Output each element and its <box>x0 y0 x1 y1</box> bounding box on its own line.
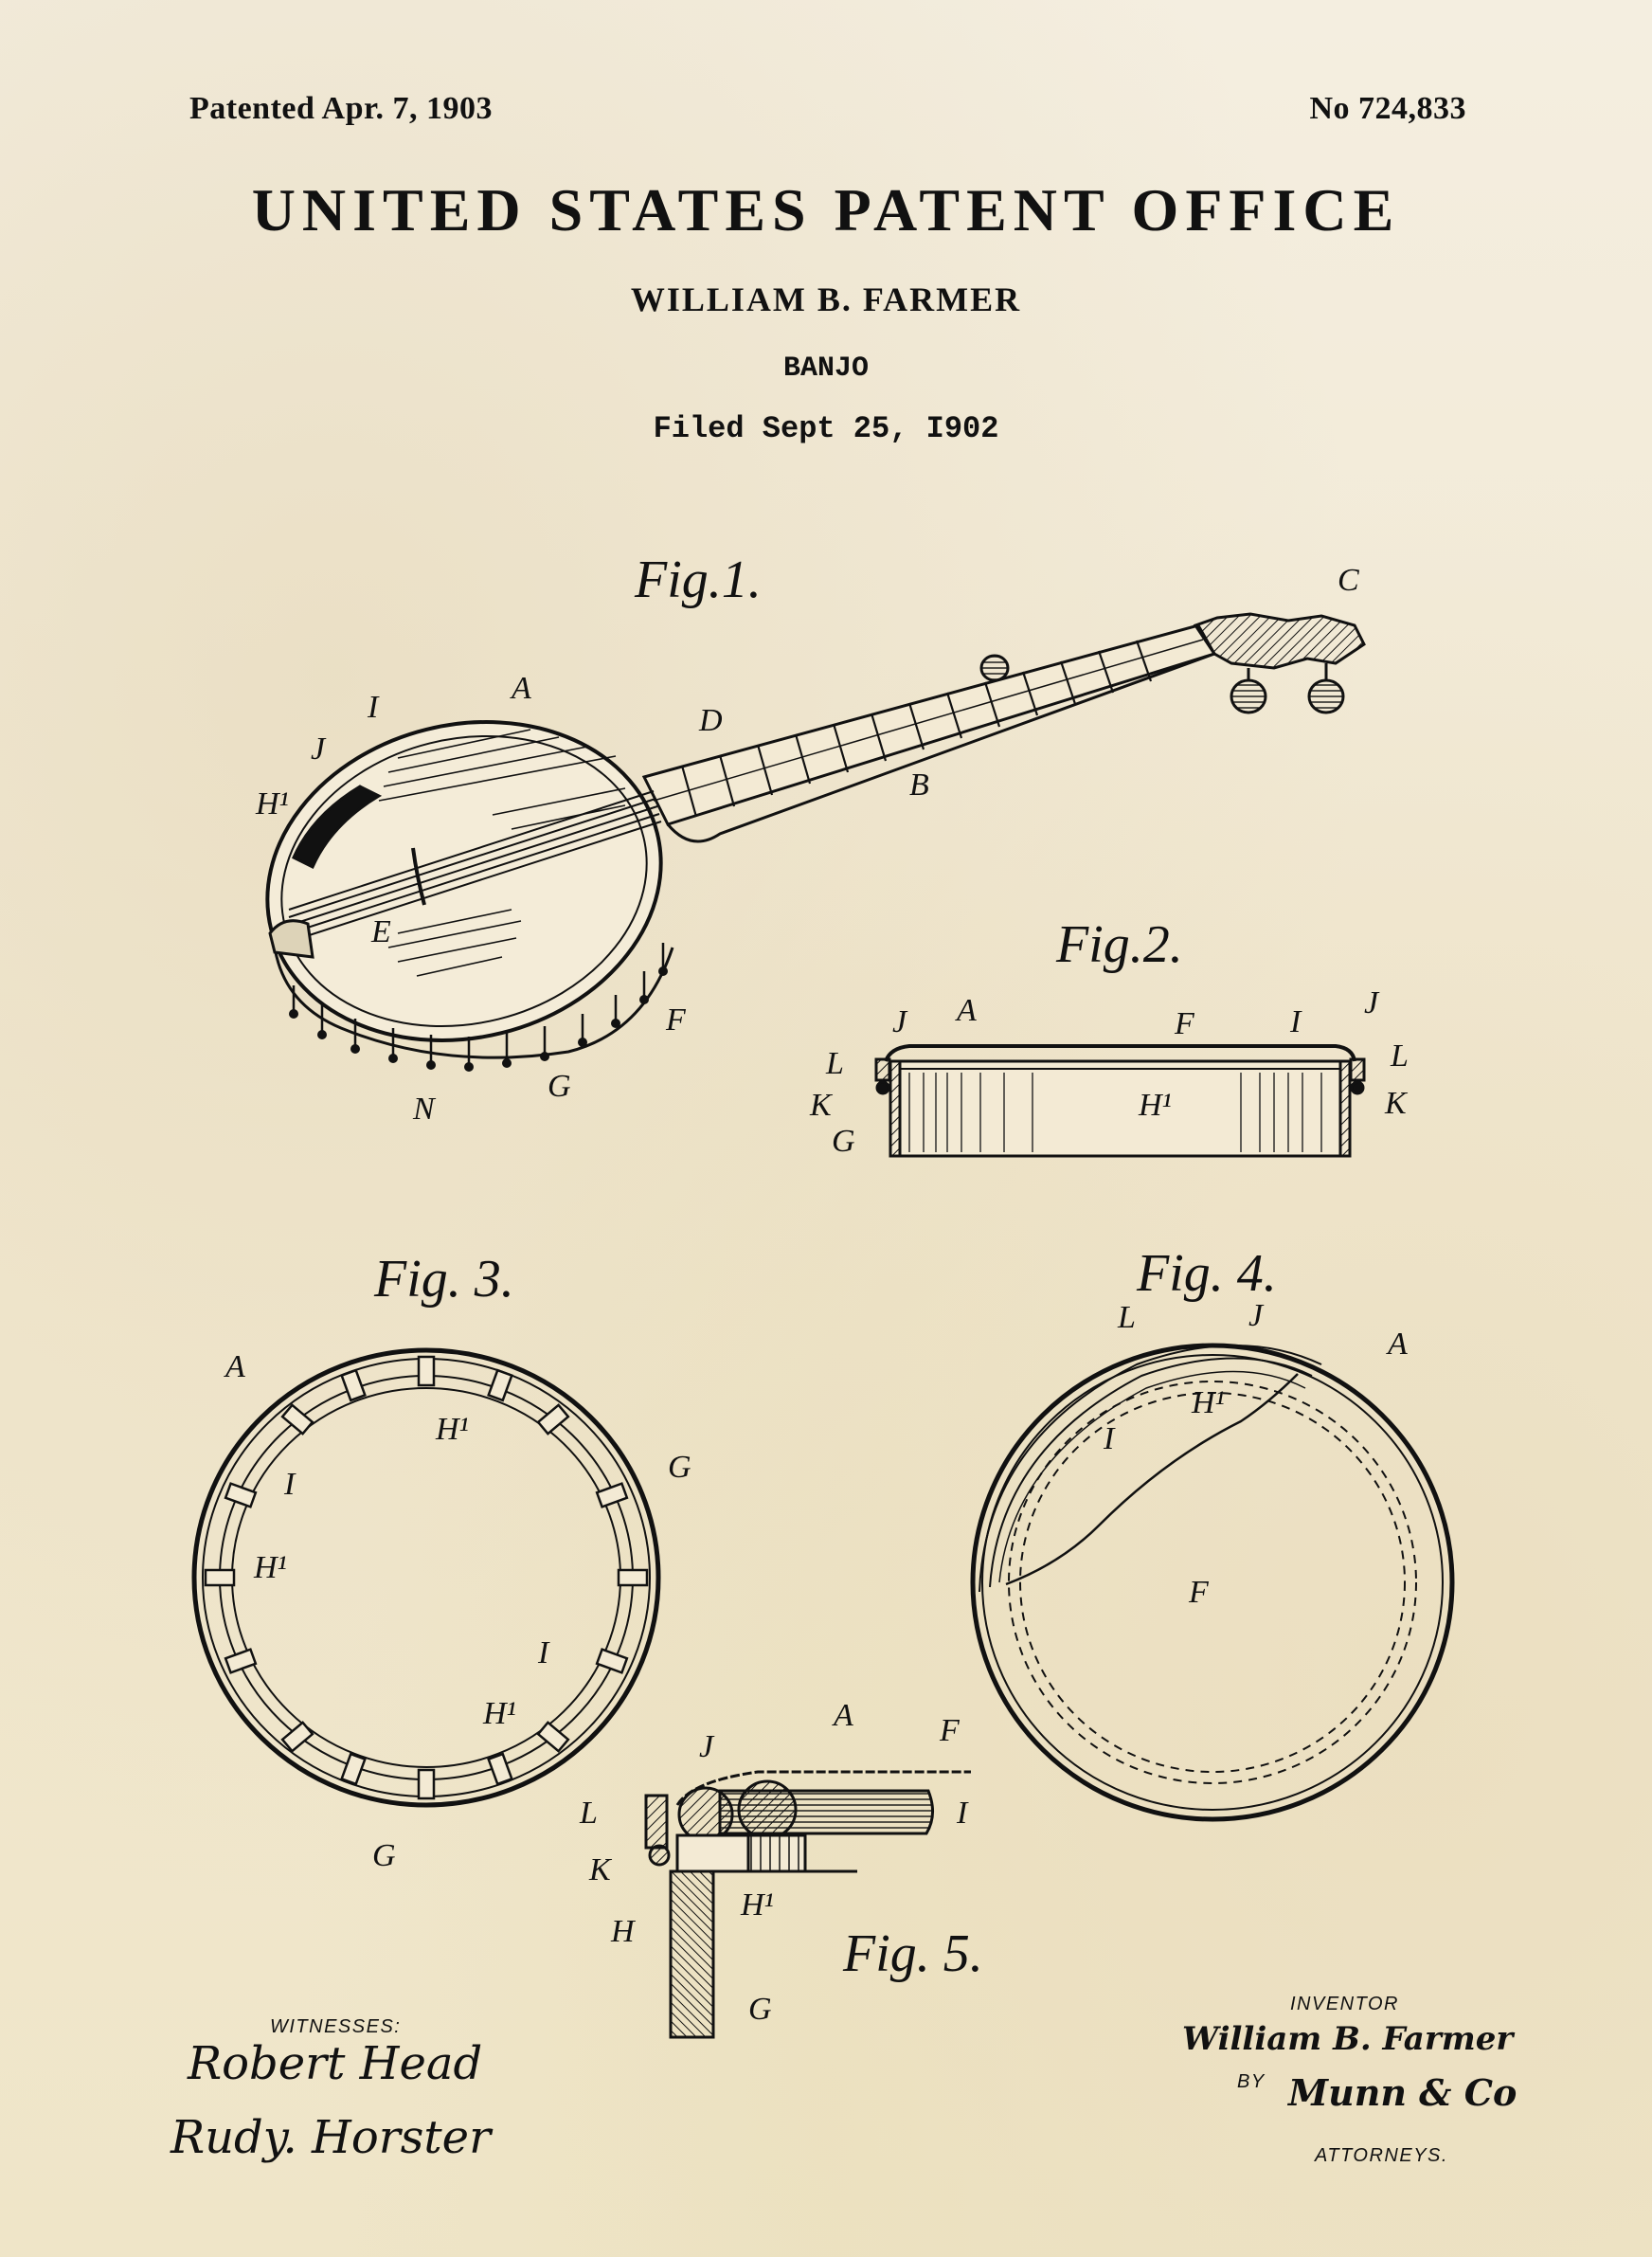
fig2-label-l-right: L <box>1391 1038 1409 1074</box>
fig5-label-h: H <box>611 1914 635 1949</box>
fig1-label-g: G <box>548 1069 571 1104</box>
fig1-label-f: F <box>666 1002 686 1038</box>
by-label: BY <box>1237 2071 1266 2092</box>
page-title: UNITED STATES PATENT OFFICE <box>251 176 1401 244</box>
fig2-label-f: F <box>1175 1006 1194 1041</box>
fig3-label-g-bottom: G <box>372 1838 396 1873</box>
fig5-label-h1: H¹ <box>741 1887 774 1923</box>
fig2-label-k-left: K <box>810 1088 832 1123</box>
fig1-label-n: N <box>413 1092 435 1127</box>
fig1-banjo-drawing <box>265 612 1366 1072</box>
fig1-label-d: D <box>699 703 723 738</box>
fig4-label-a: A <box>1388 1327 1408 1362</box>
fig4-caption: Fig. 4. <box>1137 1244 1277 1303</box>
fig4-label-f: F <box>1189 1575 1209 1610</box>
fig3-label-h1-bottom: H¹ <box>483 1696 516 1731</box>
fig5-label-l: L <box>580 1796 598 1831</box>
fig2-label-i: I <box>1290 1004 1302 1039</box>
fig3-label-i-left: I <box>284 1467 296 1502</box>
inventor-label: INVENTOR <box>1290 1994 1399 2014</box>
fig3-label-g-right: G <box>668 1450 691 1485</box>
fig4-label-i: I <box>1104 1421 1115 1456</box>
fig2-label-h1: H¹ <box>1139 1088 1172 1123</box>
fig1-label-a: A <box>512 671 531 706</box>
fig1-label-c: C <box>1338 563 1359 598</box>
fig5-label-k: K <box>589 1852 611 1887</box>
fig1-label-i: I <box>368 690 379 725</box>
fig5-detail-drawing <box>644 1770 971 2039</box>
fig3-label-a: A <box>225 1349 245 1384</box>
fig5-label-j: J <box>699 1729 714 1764</box>
witness-signature-1: Robert Head <box>188 2037 483 2090</box>
attorney-signature: Munn & Co <box>1288 2071 1517 2114</box>
filed-date: Filed Sept 25, I902 <box>653 411 999 446</box>
fig5-label-a: A <box>834 1698 853 1733</box>
inventor-signature: William B. Farmer <box>1182 2020 1514 2058</box>
fig2-label-j-left: J <box>892 1004 907 1039</box>
inventor-name: WILLIAM B. FARMER <box>630 280 1022 318</box>
fig1-caption: Fig.1. <box>635 551 762 609</box>
fig1-label-b: B <box>909 767 929 803</box>
fig2-label-a: A <box>957 993 977 1028</box>
patent-number: No 724,833 <box>1309 91 1466 126</box>
invention-title: BANJO <box>782 352 869 385</box>
fig5-label-f: F <box>940 1713 960 1748</box>
fig3-ring-drawing <box>191 1347 661 1808</box>
attorneys-label: ATTORNEYS. <box>1315 2145 1448 2166</box>
fig2-label-j-right: J <box>1364 985 1379 1020</box>
fig3-caption: Fig. 3. <box>374 1250 514 1309</box>
fig5-caption: Fig. 5. <box>843 1924 983 1983</box>
fig3-label-h1-top: H¹ <box>436 1412 469 1447</box>
fig4-label-l: L <box>1118 1300 1136 1335</box>
fig2-section-drawing <box>874 1044 1366 1158</box>
fig1-label-j: J <box>311 731 326 767</box>
witnesses-label: WITNESSES: <box>270 2016 402 2037</box>
fig4-label-j: J <box>1248 1298 1264 1333</box>
fig5-label-g: G <box>748 1992 772 2027</box>
fig3-label-h1-left: H¹ <box>254 1550 287 1585</box>
fig4-label-h1: H¹ <box>1192 1385 1225 1420</box>
fig4-head-drawing <box>970 1343 1455 1822</box>
patented-date: Patented Apr. 7, 1903 <box>189 91 493 126</box>
fig2-label-k-right: K <box>1385 1086 1407 1121</box>
fig5-label-i: I <box>957 1796 968 1831</box>
witness-signature-2: Rudy. Horster <box>171 2111 492 2164</box>
fig2-label-l-left: L <box>826 1046 844 1081</box>
fig1-label-e: E <box>371 914 391 949</box>
fig3-label-i-right: I <box>538 1635 549 1670</box>
fig2-label-g: G <box>832 1124 855 1159</box>
fig2-caption: Fig.2. <box>1056 915 1183 974</box>
fig1-label-h1: H¹ <box>256 786 289 822</box>
